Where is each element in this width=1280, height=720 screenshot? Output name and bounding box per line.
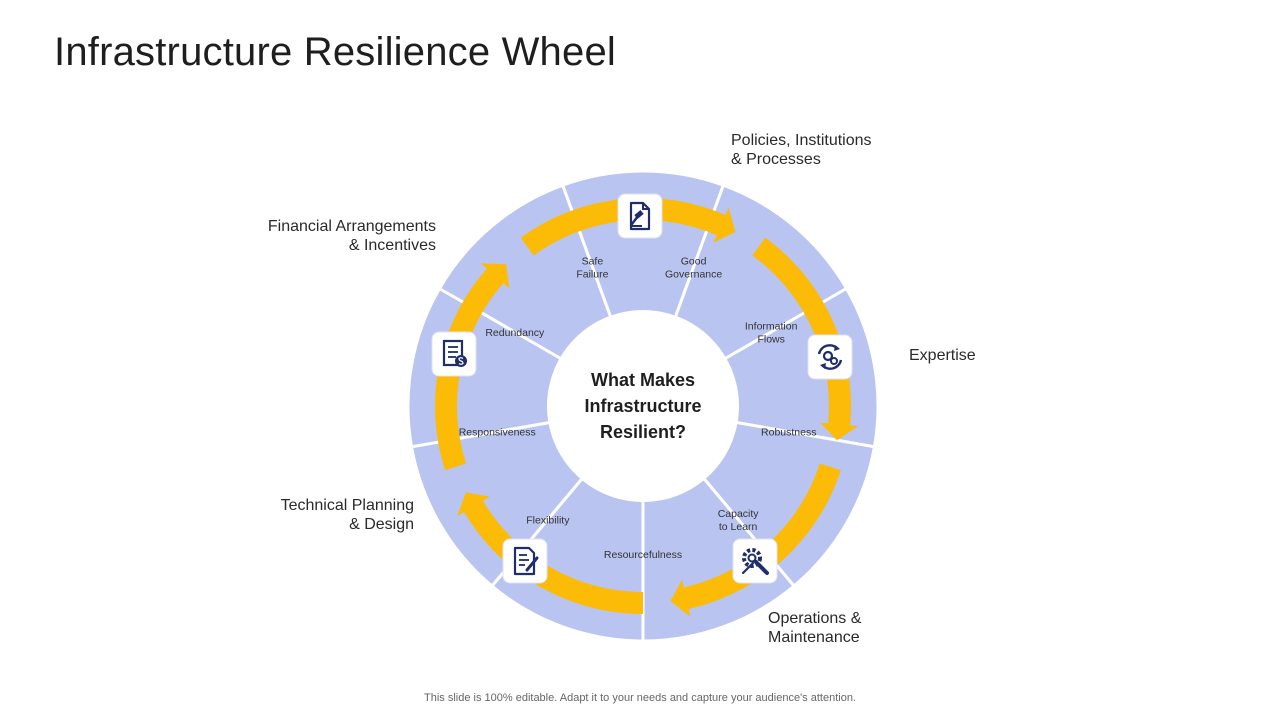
- financial-document-icon: [431, 331, 477, 377]
- segment-label: Flexibility: [526, 514, 570, 526]
- label-technical-planning: Technical Planning & Design: [280, 497, 414, 533]
- cycle-arrow: [520, 198, 736, 256]
- page-title: Infrastructure Resilience Wheel: [54, 30, 616, 74]
- segment-label: Robustness: [761, 427, 816, 439]
- cycle-arrow: [435, 263, 510, 471]
- cycle-arrow: [457, 492, 643, 614]
- label-operations-maintenance: Operations & Maintenance: [768, 610, 862, 646]
- center-circle: [547, 310, 739, 502]
- document-edit-icon: [502, 538, 548, 584]
- label-expertise: Expertise: [909, 347, 976, 364]
- cycle-arrow: [670, 463, 841, 617]
- segment-label: Redundancy: [485, 327, 545, 339]
- segment-label: Responsiveness: [459, 427, 536, 439]
- wrench-gear-icon: [732, 538, 778, 584]
- gear-cycle-icon: [807, 334, 853, 380]
- label-financial-arrangements: Financial Arrangements & Incentives: [267, 218, 436, 254]
- label-policies-institutions: Policies, Institutions & Processes: [731, 132, 872, 168]
- cycle-arrow: [752, 237, 859, 441]
- footer-note: This slide is 100% editable. Adapt it to…: [424, 692, 856, 704]
- arrow-ring: [435, 198, 859, 617]
- law-document-icon: [617, 193, 663, 239]
- segment-label: Resourcefulness: [604, 549, 682, 561]
